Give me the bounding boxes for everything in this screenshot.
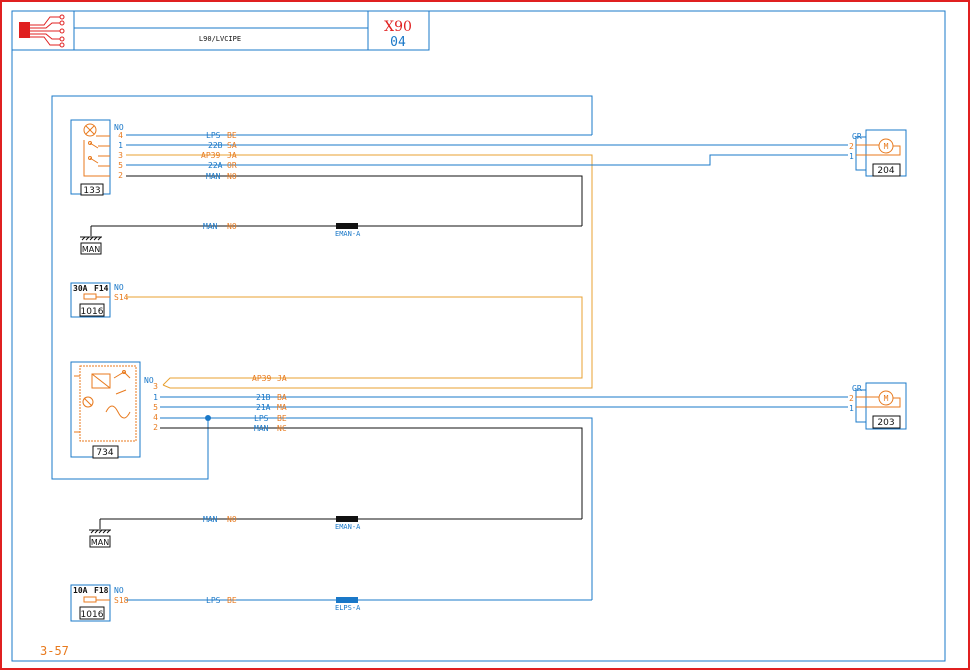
label-components-c734-id: 734 <box>96 448 113 458</box>
motor-icon <box>856 390 901 408</box>
component-133: 133 NO 4 1 3 5 2 <box>70 119 124 196</box>
label-wires_133-0-code: LPS <box>206 131 221 140</box>
ground-1: MAN MAN NO EMAN-A <box>80 222 582 255</box>
label-components-c133-pins-1: 1 <box>118 141 123 150</box>
diagram-number: 04 <box>390 35 406 50</box>
label-components-c133-pins-3: 5 <box>118 161 123 170</box>
label-fuse18_wire-code: LPS <box>206 596 221 605</box>
label-ground_wire1-color: NO <box>227 222 237 231</box>
label-components-c204-pins-0: 2 <box>849 142 854 151</box>
connector-icon <box>19 14 65 48</box>
label-components-ground2-label: MAN <box>91 538 109 547</box>
label-wires_133-1-code: 22B <box>208 141 223 150</box>
label-components-c734-pins-3: 4 <box>153 413 158 422</box>
component-203: GR 2 1 M 203 <box>849 382 907 430</box>
label-components-fuse14-no: NO <box>114 283 124 292</box>
label-components-c203-id: 203 <box>877 418 894 428</box>
label-components-fuse14-rating: 30A <box>73 284 88 293</box>
label-wires_133-3-color: OR <box>227 161 237 170</box>
component-734: 734 NO 3 1 5 4 2 <box>70 361 158 459</box>
component-133-id: 133 <box>83 186 100 196</box>
fuse-icon <box>83 293 97 300</box>
label-ground_wire1-code: MAN <box>203 222 218 231</box>
label-components-c734-pins-2: 5 <box>153 403 158 412</box>
fuse-icon <box>83 596 97 603</box>
component-133-no: NO <box>114 123 124 132</box>
relay-icon <box>74 365 137 442</box>
label-wires_133-4-color: NO <box>227 172 237 181</box>
label-components-fuse18-no: NO <box>114 586 124 595</box>
label-ground_wire2-code: MAN <box>203 515 218 524</box>
label-components-c204-pins-1: 1 <box>849 152 854 161</box>
diagram-subtitle: L90/LVCIPE <box>199 35 241 43</box>
junction-dot <box>205 415 211 421</box>
splice-elps <box>336 597 358 603</box>
wire-labels-734: AP39 JA 21B BA 21A MA LPS BE MAN NC <box>252 374 287 433</box>
label-wires_734-1-color: BA <box>277 393 287 402</box>
label-components-fuse18-pin: S18 <box>114 596 129 605</box>
label-components-c133-pins-2: 3 <box>118 151 123 160</box>
label-wires_734-0-color: JA <box>277 374 287 383</box>
ground-1-label: MAN <box>82 245 100 254</box>
fuse-f14: 30A F14 1016 NO S14 <box>70 282 583 386</box>
label-components-c734-pins-4: 2 <box>153 423 158 432</box>
label-wires_734-3-color: BE <box>277 414 287 423</box>
label-components-fuse18-id: 1016 <box>81 610 104 620</box>
enclosure-lines <box>51 95 593 480</box>
label-components-c203-pins-1: 1 <box>849 404 854 413</box>
label-components-fuse18-fuse: F18 <box>94 586 109 595</box>
fuse-f18: 10A F18 1016 NO S18 LPS BE ELPS-A <box>70 584 592 622</box>
label-wires_734-2-code: 21A <box>256 403 271 412</box>
label-components-c204-symbol: M <box>884 142 889 151</box>
page-number: 3-57 <box>40 644 69 658</box>
label-components-c203-gr: GR <box>852 384 862 393</box>
label-wires_734-3-code: LPS <box>254 414 269 423</box>
label-wires_734-2-color: MA <box>277 403 287 412</box>
inner-frame <box>11 10 946 662</box>
diagram-code: X90 <box>384 19 412 35</box>
label-wires_734-1-code: 21B <box>256 393 271 402</box>
label-ground_wire2-color: NO <box>227 515 237 524</box>
switch-icon <box>83 135 110 177</box>
label-wires_133-1-color: SA <box>227 141 237 150</box>
label-components-c133-pins-4: 2 <box>118 171 123 180</box>
label-components-c133-pins-0: 4 <box>118 131 123 140</box>
splice-eman-2 <box>336 516 358 522</box>
label-components-fuse14-pin: S14 <box>114 293 129 302</box>
label-wires_133-4-code: MAN <box>206 172 221 181</box>
label-wires_734-4-code: MAN <box>254 424 269 433</box>
splice-eman-1 <box>336 223 358 229</box>
label-wires_133-2-code: AP39 <box>201 151 220 160</box>
title-block: L90/LVCIPE X90 04 <box>11 10 430 51</box>
label-components-c203-symbol: M <box>884 394 889 403</box>
label-wires_734-0-code: AP39 <box>252 374 271 383</box>
label-wires_133-0-color: BE <box>227 131 237 140</box>
component-204: GR 2 1 M 204 <box>849 129 907 177</box>
label-wires_133-2-color: JA <box>227 151 237 160</box>
lamp-icon <box>83 123 97 137</box>
label-components-c734-pins-0: 3 <box>153 382 158 391</box>
label-components-c204-gr: GR <box>852 132 862 141</box>
label-components-c204-id: 204 <box>877 166 894 176</box>
label-components-c734-no: NO <box>144 376 154 385</box>
ground-2: MAN MAN NO EMAN-A <box>89 515 582 548</box>
wires-133 <box>126 134 848 389</box>
label-ground_wire1-splice: EMAN-A <box>335 230 361 238</box>
label-wires_133-3-code: 22A <box>208 161 223 170</box>
label-fuse18_wire-splice: ELPS-A <box>335 604 361 612</box>
label-fuse18_wire-color: BE <box>227 596 237 605</box>
label-components-c203-pins-0: 2 <box>849 394 854 403</box>
wire-labels-133: LPS BE 22B SA AP39 JA 22A OR MAN NO <box>201 131 237 181</box>
label-components-fuse14-id: 1016 <box>81 307 104 317</box>
motor-icon <box>856 138 901 156</box>
label-wires_734-4-color: NC <box>277 424 287 433</box>
label-components-c734-pins-1: 1 <box>153 393 158 402</box>
wires-734 <box>160 396 848 600</box>
label-components-fuse18-rating: 10A <box>73 586 88 595</box>
label-components-fuse14-fuse: F14 <box>94 284 109 293</box>
label-ground_wire2-splice: EMAN-A <box>335 523 361 531</box>
